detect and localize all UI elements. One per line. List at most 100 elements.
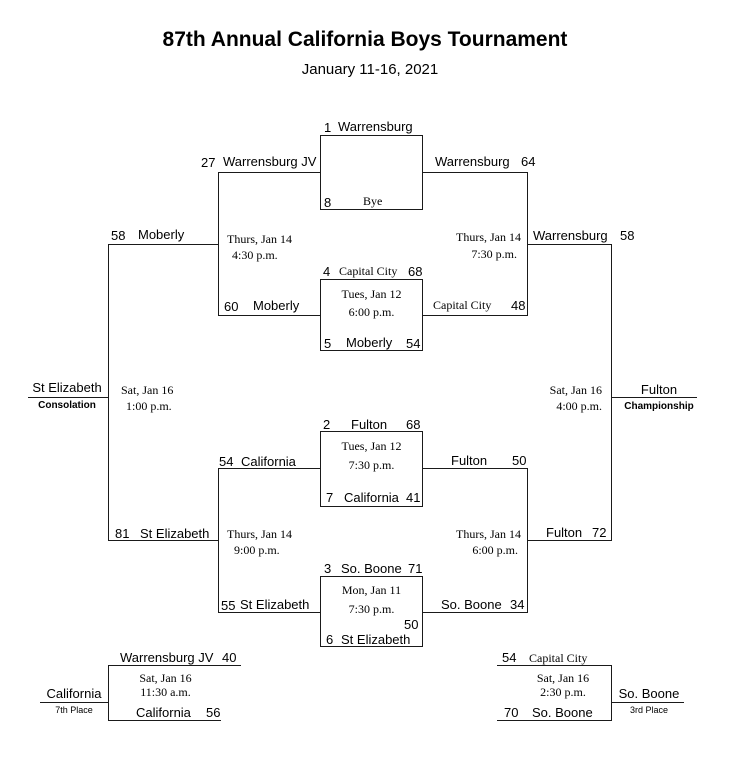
cs-tl-upper-score: 27	[201, 155, 216, 170]
line-seed8	[320, 209, 423, 210]
semi-tr-lower-team: Capital City	[433, 298, 492, 312]
third-date: Sat, Jan 16	[536, 671, 590, 685]
line-seed1	[320, 135, 423, 136]
cs-tl-date: Thurs, Jan 14	[227, 232, 292, 246]
line-seed3	[320, 576, 423, 577]
page-title: 87th Annual California Boys Tournament	[162, 28, 568, 51]
line-semi-br-upper	[422, 468, 528, 469]
line-semi-tr-lower	[422, 315, 528, 316]
seed-2-number: 2	[323, 417, 331, 432]
cs-bl-date: Thurs, Jan 14	[227, 527, 292, 541]
semi-tr-lower-score: 48	[511, 298, 526, 313]
tournament-dates: January 11-16, 2021	[301, 61, 439, 78]
semi-br-time: 6:00 p.m.	[472, 543, 518, 557]
line-semi-br-lower	[422, 612, 528, 613]
line-g36-right	[422, 576, 423, 647]
final-upper-score: 58	[620, 228, 635, 243]
cs-tl-upper-team: Warrensburg JV	[223, 154, 317, 169]
seed-2-score: 68	[406, 417, 421, 432]
seventh-place-label: 7th Place	[55, 705, 93, 715]
cons-date: Sat, Jan 16	[121, 383, 174, 397]
g27-time: 7:30 p.m.	[320, 459, 423, 471]
line-seed6	[320, 646, 423, 647]
line-seed4	[320, 279, 423, 280]
line-7th-lower	[108, 720, 221, 721]
cons-lower-score: 81	[115, 526, 130, 541]
seventh-date: Sat, Jan 16	[139, 671, 192, 685]
line-final-lower	[527, 540, 612, 541]
final-time: 4:00 p.m.	[556, 399, 602, 413]
cs-bl-upper-score: 54	[219, 454, 234, 469]
g27-time-text: 7:30 p.m.	[348, 458, 395, 472]
line-g36-left	[320, 576, 321, 647]
cs-tl-lower-team: Moberly	[253, 298, 300, 313]
line-3rd-lower	[497, 720, 611, 721]
seventh-lower-team: California	[136, 705, 191, 720]
seed-7-score: 41	[406, 490, 421, 505]
line-3rd-winner	[611, 702, 684, 703]
seventh-time: 11:30 a.m.	[140, 685, 191, 699]
g36-time: 7:30 p.m.	[320, 603, 423, 615]
cs-bl-lower-score: 55	[221, 598, 236, 613]
line-final-winner	[611, 397, 697, 398]
third-lower-team: So. Boone	[532, 705, 593, 720]
line-7th-vert	[108, 665, 109, 721]
line-final-upper	[527, 244, 612, 245]
line-3rd-vert	[611, 665, 612, 721]
seventh-upper-team: Warrensburg JV	[120, 650, 214, 665]
semi-br-lower-team: So. Boone	[441, 597, 502, 612]
semi-tr-upper-team: Warrensburg	[435, 154, 510, 169]
g36-date-text: Mon, Jan 11	[341, 583, 402, 597]
third-lower-score: 70	[504, 705, 519, 720]
seventh-upper-score: 40	[222, 650, 237, 665]
semi-tr-date: Thurs, Jan 14	[456, 230, 521, 244]
seed-7-number: 7	[326, 490, 334, 505]
final-lower-team: Fulton	[546, 525, 583, 540]
cs-tl-time: 4:30 p.m.	[232, 248, 278, 262]
g27-date-text: Tues, Jan 12	[341, 439, 402, 453]
seed-1-number: 1	[324, 120, 332, 135]
third-place-label: 3rd Place	[629, 705, 669, 715]
seed-8-team: Bye	[363, 194, 383, 208]
semi-tr-upper-score: 64	[521, 154, 536, 169]
champion-team: Fulton	[640, 382, 678, 397]
third-winner-team: So. Boone	[618, 686, 680, 701]
consolation-label: Consolation	[38, 400, 96, 411]
third-time: 2:30 p.m.	[540, 685, 586, 699]
line-cs-bl-lower	[218, 612, 321, 613]
third-upper-team: Capital City	[529, 651, 588, 665]
g45-time: 6:00 p.m.	[320, 306, 423, 318]
semi-br-upper-score: 50	[512, 453, 527, 468]
third-upper-score: 54	[502, 650, 517, 665]
line-7th-upper	[108, 665, 241, 666]
seed-1-team: Warrensburg	[338, 119, 413, 134]
championship-label: Championship	[624, 401, 694, 412]
seed-5-team: Moberly	[346, 335, 393, 350]
line-cons-winner	[28, 397, 109, 398]
seed-6-team: St Elizabeth	[341, 632, 411, 647]
consolation-winner-team: St Elizabeth	[32, 380, 102, 395]
cons-time: 1:00 p.m.	[126, 399, 172, 413]
final-lower-score: 72	[592, 525, 607, 540]
semi-br-upper-team: Fulton	[451, 453, 488, 468]
line-cons-upper	[108, 244, 219, 245]
line-seed7	[320, 506, 423, 507]
seed-4-team: Capital City	[339, 264, 398, 278]
seed-6-number: 6	[326, 632, 334, 647]
line-cs-bl-upper	[218, 468, 321, 469]
line-7th-winner	[40, 702, 109, 703]
g45-time-text: 6:00 p.m.	[348, 305, 395, 319]
seventh-lower-score: 56	[206, 705, 221, 720]
cs-bl-lower-team: St Elizabeth	[240, 597, 310, 612]
g36-date: Mon, Jan 11	[320, 584, 423, 596]
semi-tr-time: 7:30 p.m.	[471, 247, 517, 261]
line-seed2	[320, 431, 423, 432]
line-cons-lower	[108, 540, 219, 541]
cs-bl-upper-team: California	[241, 454, 296, 469]
seed-4-number: 4	[323, 264, 331, 279]
seed-2-team: Fulton	[351, 417, 388, 432]
cons-upper-team: Moberly	[138, 227, 185, 242]
seed-7-team: California	[344, 490, 399, 505]
semi-br-lower-score: 34	[510, 597, 525, 612]
